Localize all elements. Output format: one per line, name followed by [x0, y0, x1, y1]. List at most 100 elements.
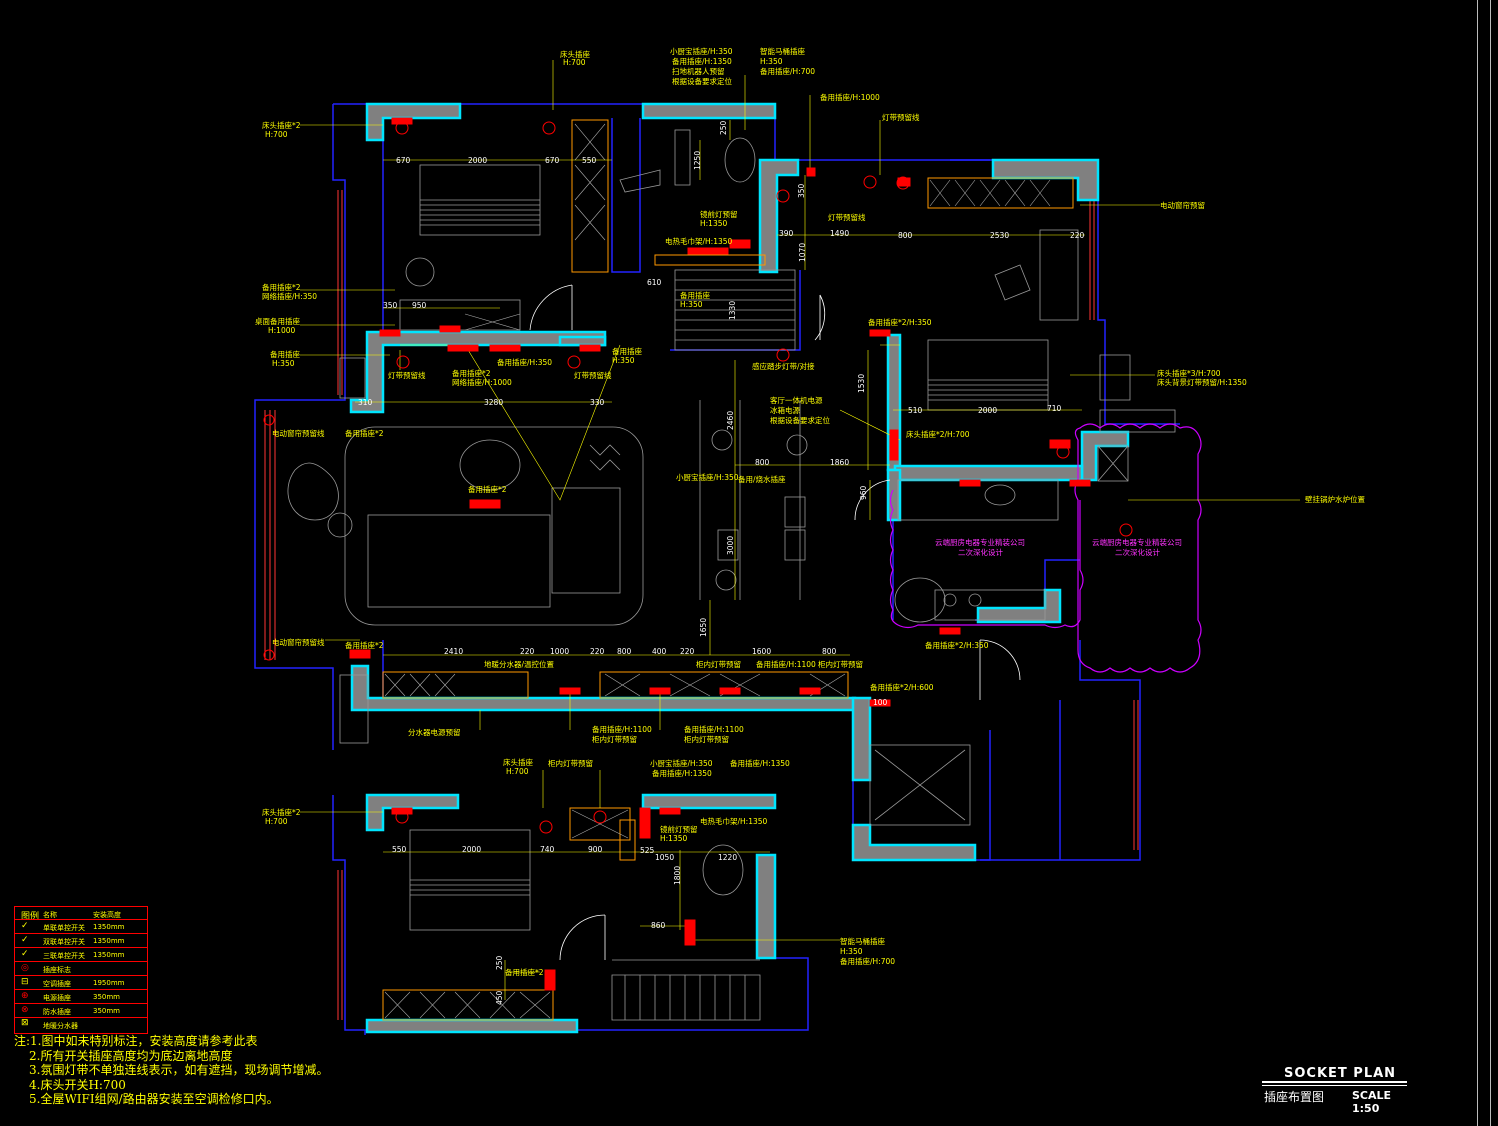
legend-name: 插座标志	[43, 966, 71, 974]
legend-height: 1350mm	[93, 923, 125, 931]
legend-symbol: ⊗	[21, 1005, 29, 1015]
drawing-title-cn: 插座布置图	[1264, 1090, 1325, 1104]
dim: 310	[358, 398, 373, 407]
legend-header-height: 安装高度	[93, 911, 121, 919]
dim: 2000	[462, 845, 481, 854]
dim: 525	[640, 846, 655, 855]
label: 备用插座/H:1350	[652, 768, 712, 778]
dimension-labels: 670 2000 670 550 950 350 310 3280 330 14…	[358, 120, 1085, 1005]
dim: 800	[822, 647, 837, 656]
label: H:700	[563, 58, 586, 67]
label: H:350	[272, 359, 295, 368]
label: 地暖分水器/温控位置	[484, 659, 555, 669]
dim: 610	[647, 278, 662, 287]
label: 备用插座/H:350	[497, 357, 552, 367]
cabinet-crosses	[384, 123, 1051, 1019]
legend-name: 空调插座	[43, 980, 71, 988]
dim: 3000	[726, 536, 735, 555]
dim: 740	[540, 845, 555, 854]
label: 二次深化设计	[958, 547, 1003, 557]
dim: 1250	[693, 151, 702, 170]
label: 云端厨房电器专业精装公司	[1092, 537, 1182, 547]
legend-name: 双联单控开关	[43, 938, 85, 946]
legend-height: 350mm	[93, 1007, 120, 1015]
label: 备用插座/H:1350	[672, 56, 732, 66]
label: 备用插座*2	[452, 368, 491, 378]
dim: 350	[797, 183, 806, 198]
note-line: 3.氛围灯带不单独连线表示，如有遮挡，现场调节增减。	[29, 1063, 329, 1077]
note-line: 2.所有开关插座高度均为底边离地高度	[29, 1048, 233, 1063]
dim: 2530	[990, 231, 1009, 240]
label: 根据设备要求定位	[770, 415, 830, 425]
dim: 550	[582, 156, 597, 165]
socket-symbols	[263, 121, 1133, 834]
dim: 220	[680, 647, 695, 656]
label: 备用插座*2	[468, 484, 507, 494]
legend-height: 1350mm	[93, 937, 125, 945]
dim: 450	[495, 990, 504, 1005]
label: 电动窗帘预留线	[272, 637, 325, 647]
legend-header-symbol: 图例	[21, 912, 40, 922]
label: 柜内灯带预留	[818, 659, 863, 669]
label: H:350	[680, 300, 703, 309]
dim: 1220	[718, 853, 737, 862]
dim: 220	[1070, 231, 1085, 240]
dim: 1490	[830, 229, 849, 238]
label: 床头插座*2/H:700	[906, 429, 970, 439]
label: 网络插座/H:350	[262, 291, 317, 301]
drawing-scale: SCALE 1:50	[1352, 1089, 1392, 1115]
label: 小厨宝插座/H:350	[670, 46, 733, 56]
label: H:700	[265, 130, 288, 139]
label: 备用插座/H:700	[760, 66, 815, 76]
label: 灯带预留线	[828, 212, 866, 222]
legend-name: 防水插座	[43, 1008, 71, 1016]
dim: 550	[392, 845, 407, 854]
label: 电动窗帘预留线	[272, 428, 325, 438]
label: 床头背景灯带预留/H:1350	[1157, 377, 1247, 387]
dimension-lines	[355, 120, 1085, 1000]
label: 柜内灯带预留	[696, 659, 741, 669]
dim: 1800	[673, 866, 682, 885]
legend-symbol: ✓	[21, 921, 29, 931]
label: 床头插座	[560, 49, 590, 59]
title-underline	[1262, 1085, 1407, 1086]
legend-divider	[15, 1017, 147, 1018]
dim: 670	[396, 156, 411, 165]
dim: 2000	[978, 406, 997, 415]
label: H:1350	[700, 219, 727, 228]
label: 备用插座*2	[345, 428, 384, 438]
legend-symbol: ⊠	[21, 1018, 29, 1028]
legend-symbol: ◎	[21, 963, 29, 973]
dim: 800	[755, 458, 770, 467]
label: 备用插座*2/H:350	[868, 317, 932, 327]
title-underline	[1262, 1081, 1407, 1083]
note-line: 5.全屋WIFI组网/路由器安装至空调检修口内。	[29, 1092, 279, 1106]
legend-divider	[15, 919, 147, 920]
dim: 250	[719, 120, 728, 135]
dim: 2410	[444, 647, 463, 656]
title-block: SOCKET PLAN 插座布置图 SCALE 1:50	[1262, 1066, 1412, 1115]
frame-border	[1490, 0, 1491, 1126]
label: 柜内灯带预留	[684, 734, 729, 744]
label: 小厨宝插座/H:350	[676, 472, 739, 482]
label: 镜前灯预留	[660, 824, 698, 834]
sockets	[349, 117, 1091, 991]
label: 感应踏步灯带/对接	[752, 361, 815, 371]
drawing-title-en: SOCKET PLAN	[1284, 1066, 1397, 1081]
label: 柜内灯带预留	[592, 734, 637, 744]
dim: 1050	[655, 853, 674, 862]
dim: 220	[520, 647, 535, 656]
legend-divider	[15, 1003, 147, 1004]
dim: 510	[908, 406, 923, 415]
legend-header-name: 名称	[43, 911, 57, 919]
dim: 250	[495, 955, 504, 970]
dim: 400	[652, 647, 667, 656]
label: 扫地机器人预留	[672, 66, 725, 76]
label: H:700	[265, 817, 288, 826]
legend-name: 地暖分水器	[43, 1022, 78, 1030]
label: H:1350	[660, 834, 687, 843]
dim: 1330	[728, 301, 737, 320]
annotation-labels: 床头插座 H:700 小厨宝插座/H:350 备用插座/H:1350 扫地机器人…	[255, 46, 1365, 977]
legend-symbol: ✓	[21, 949, 29, 959]
label: 云端厨房电器专业精装公司	[935, 537, 1025, 547]
